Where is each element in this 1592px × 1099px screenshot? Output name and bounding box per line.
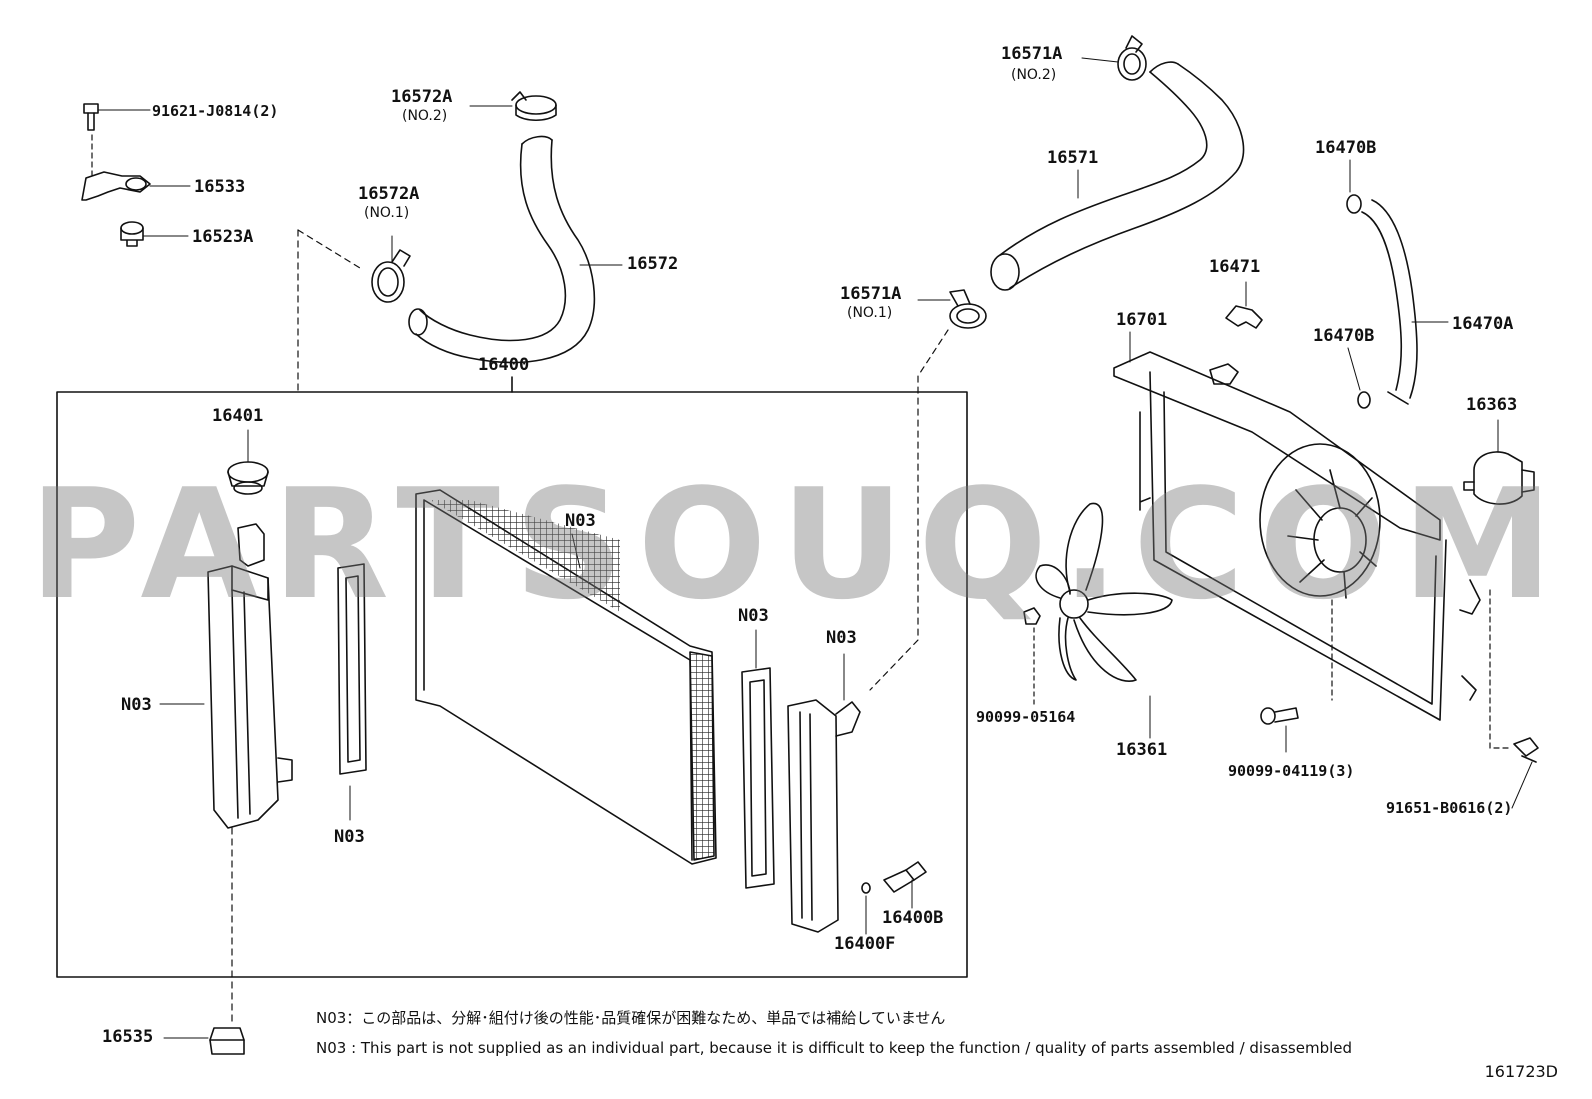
clamp-16571A-no1-icon — [917, 289, 987, 329]
drain-16400B-icon — [883, 861, 927, 909]
label-16401[interactable]: 16401 — [212, 406, 264, 426]
bolt-91651-icon — [1511, 737, 1539, 809]
clamp-16470B-top-icon — [1346, 159, 1362, 214]
label-16571A-no2-sub: (NO.2) — [1011, 67, 1057, 83]
label-16523A[interactable]: 16523A — [192, 227, 254, 247]
hose-16470A-icon — [1361, 199, 1449, 405]
label-16571A-no1[interactable]: 16571A — [840, 284, 902, 304]
label-16470A[interactable]: 16470A — [1452, 314, 1514, 334]
label-16400F[interactable]: 16400F — [834, 934, 896, 954]
label-16701[interactable]: 16701 — [1116, 310, 1168, 330]
note-english: N03 : This part is not supplied as an in… — [316, 1039, 1353, 1057]
hose-16572-icon — [408, 135, 623, 364]
bolt-91621-icon — [83, 103, 151, 131]
note-japanese: N03：この部品は、分解･組付け後の性能･品質確保が困難なため、単品では補給して… — [316, 1009, 946, 1027]
label-16535[interactable]: 16535 — [102, 1027, 154, 1047]
label-16571[interactable]: 16571 — [1047, 148, 1099, 168]
cushion-16535-icon — [163, 1027, 245, 1055]
label-16361[interactable]: 16361 — [1116, 740, 1168, 760]
fan-shroud-16701-icon — [1113, 331, 1481, 721]
bracket-16471-icon — [1225, 281, 1263, 329]
label-n03-core[interactable]: N03 — [565, 511, 596, 531]
label-16363[interactable]: 16363 — [1466, 395, 1518, 415]
label-91651[interactable]: 91651-B0616(2) — [1386, 799, 1513, 817]
label-n03-left-seal[interactable]: N03 — [334, 827, 365, 847]
right-seal-icon — [741, 629, 775, 889]
right-tank-icon — [787, 653, 861, 933]
radiator-assembly-frame — [56, 391, 968, 978]
fan-motor-16363-icon — [1463, 419, 1535, 505]
label-16572[interactable]: 16572 — [627, 254, 679, 274]
bracket-16533-icon — [81, 171, 191, 201]
label-16572A-no1[interactable]: 16572A — [358, 184, 420, 204]
clamp-16571A-no2-icon — [1081, 35, 1147, 81]
label-16470B-top[interactable]: 16470B — [1315, 138, 1377, 158]
label-16471[interactable]: 16471 — [1209, 257, 1261, 277]
label-16572A-no2-sub: (NO.2) — [402, 108, 448, 124]
label-16571A-no2[interactable]: 16571A — [1001, 44, 1063, 64]
label-16400B[interactable]: 16400B — [882, 908, 944, 928]
left-seal-icon — [337, 563, 367, 821]
label-16470B-bottom[interactable]: 16470B — [1313, 326, 1375, 346]
label-n03-right-tank[interactable]: N03 — [826, 628, 857, 648]
label-16572A-no2[interactable]: 16572A — [391, 87, 453, 107]
clamp-16470B-bottom-icon — [1347, 347, 1371, 409]
label-16400[interactable]: 16400 — [478, 355, 530, 375]
clip-16523A-icon — [120, 221, 189, 247]
radiator-core-icon — [415, 489, 717, 865]
label-16571A-no1-sub: (NO.1) — [847, 305, 893, 321]
radiator-cap-16401-icon — [227, 429, 269, 495]
label-91621[interactable]: 91621-J0814(2) — [152, 102, 279, 120]
label-16572A-no1-sub: (NO.1) — [364, 205, 410, 221]
label-16533[interactable]: 16533 — [194, 177, 246, 197]
clamp-16572A-no2-icon — [469, 91, 557, 122]
bolt-90099-04119-icon — [1260, 707, 1299, 753]
left-tank-icon — [159, 523, 293, 829]
oring-16400F-icon — [861, 882, 871, 935]
cooling-fan-16361-icon — [1035, 502, 1173, 739]
nut-90099-05164-icon — [1023, 607, 1041, 705]
label-n03-left-tank[interactable]: N03 — [121, 695, 152, 715]
label-90099-05164[interactable]: 90099-05164 — [976, 708, 1076, 726]
clamp-16572A-no1-icon — [371, 235, 411, 303]
diagram-code: 161723D — [1484, 1062, 1558, 1081]
label-n03-right-seal[interactable]: N03 — [738, 606, 769, 626]
label-90099-04119[interactable]: 90099-04119(3) — [1228, 762, 1355, 780]
hose-16571-icon — [990, 61, 1245, 291]
